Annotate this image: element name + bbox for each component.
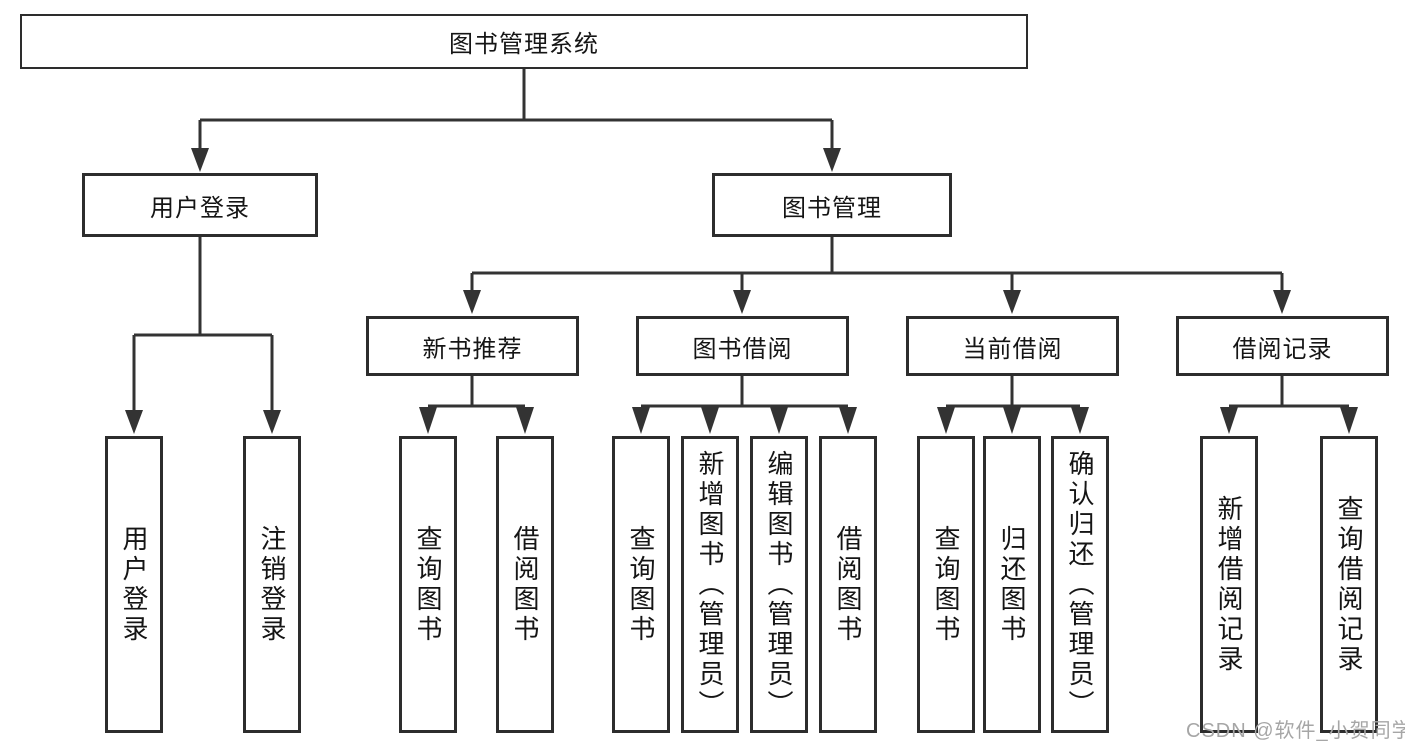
arrowhead (770, 407, 788, 434)
leaf-borrow-books: 借阅图书 (819, 436, 877, 733)
leaf-user-login: 用户登录 (105, 436, 163, 733)
arrowhead (419, 407, 437, 434)
arrowhead (263, 410, 281, 434)
arrowhead (1273, 290, 1291, 314)
node-book-management: 图书管理 (712, 173, 952, 237)
arrowhead (937, 407, 955, 434)
node-current-borrow: 当前借阅 (906, 316, 1119, 376)
leaf-logout: 注销登录 (243, 436, 301, 733)
leaf-confirm-return-admin: 确认归还（管理员） (1051, 436, 1109, 733)
leaf-edit-book-admin: 编辑图书（管理员） (750, 436, 808, 733)
arrowhead (191, 148, 209, 172)
node-user-login: 用户登录 (82, 173, 318, 237)
arrowhead (516, 407, 534, 434)
node-new-book-recommend: 新书推荐 (366, 316, 579, 376)
arrowhead (632, 407, 650, 434)
node-book-borrow: 图书借阅 (636, 316, 849, 376)
arrowhead (1340, 407, 1358, 434)
arrowhead (733, 290, 751, 314)
csdn-watermark: CSDN @软件_小贺同学 (1186, 720, 1405, 742)
arrowhead (823, 148, 841, 172)
arrowhead (1003, 290, 1021, 314)
arrowhead (463, 290, 481, 314)
node-library-system: 图书管理系统 (20, 14, 1028, 69)
arrowhead (1220, 407, 1238, 434)
arrowhead (1003, 407, 1021, 434)
arrowhead (125, 410, 143, 434)
leaf-query-books-borrow: 查询图书 (612, 436, 670, 733)
arrowhead (701, 407, 719, 434)
arrowhead (839, 407, 857, 434)
leaf-query-borrow-record: 查询借阅记录 (1320, 436, 1378, 733)
leaf-query-books-current: 查询图书 (917, 436, 975, 733)
leaf-add-borrow-record: 新增借阅记录 (1200, 436, 1258, 733)
leaf-borrow-books-recommend: 借阅图书 (496, 436, 554, 733)
node-borrow-records: 借阅记录 (1176, 316, 1389, 376)
leaf-add-book-admin: 新增图书（管理员） (681, 436, 739, 733)
arrowhead (1071, 407, 1089, 434)
leaf-query-books-recommend: 查询图书 (399, 436, 457, 733)
leaf-return-book: 归还图书 (983, 436, 1041, 733)
